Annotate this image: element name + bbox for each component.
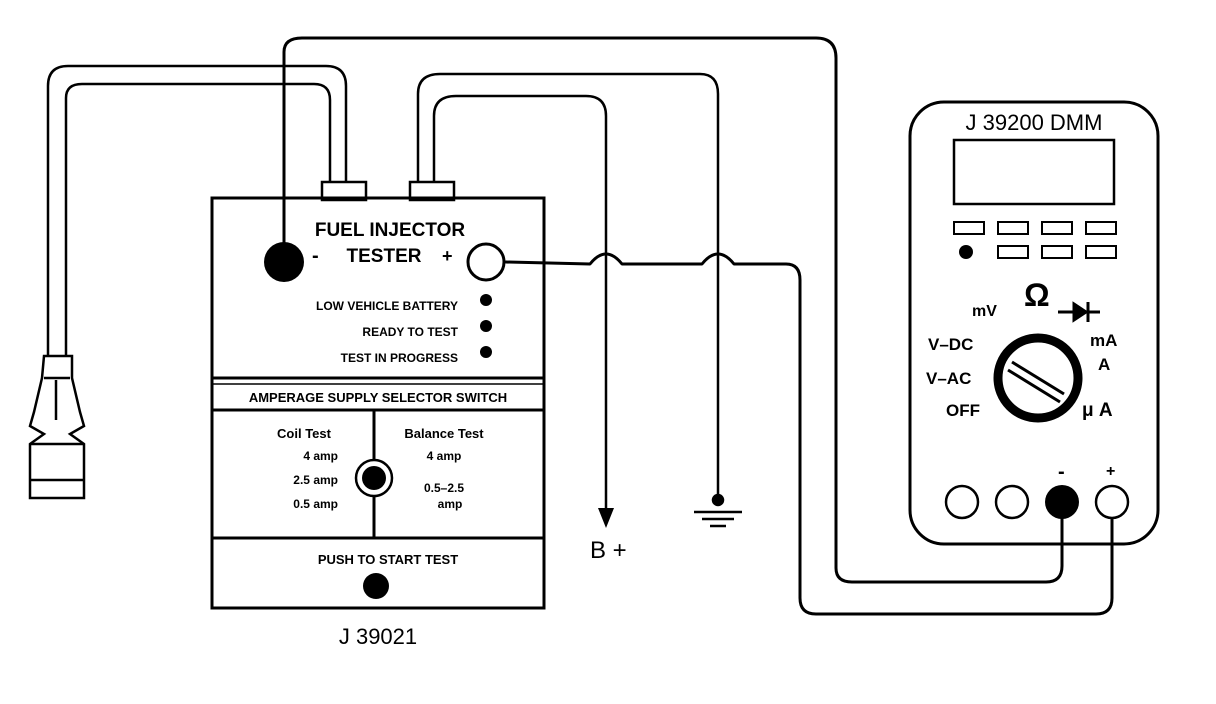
tester-plus-label: + — [442, 246, 453, 266]
dial-ua-label: μ A — [1082, 400, 1113, 421]
dmm-title: J 39200 DMM — [966, 110, 1103, 135]
coil-test-0-5amp: 0.5 amp — [293, 497, 338, 511]
dmm-positive-jack[interactable] — [1094, 484, 1130, 520]
digital-multimeter: J 39200 DMM mV Ω V–DC V–AC OFF mA A μ A — [908, 100, 1160, 546]
balance-test-range: 0.5–2.5 — [424, 481, 464, 495]
coil-test-2-5amp: 2.5 amp — [293, 473, 338, 487]
indicator-label-ready: READY TO TEST — [362, 325, 458, 339]
dmm-power-button[interactable] — [959, 245, 973, 259]
push-to-start-label: PUSH TO START TEST — [318, 552, 458, 567]
balance-test-title: Balance Test — [404, 426, 484, 441]
tester-lead-port — [408, 180, 456, 202]
dial-ma-label: mA — [1090, 331, 1117, 350]
tester-positive-jack[interactable] — [466, 242, 506, 282]
dial-vac-label: V–AC — [926, 369, 971, 388]
dial-mv-label: mV — [972, 303, 997, 320]
power-lead-inner — [432, 94, 608, 516]
dmm-rotary-dial[interactable] — [993, 333, 1083, 423]
dmm-plus-label: + — [1106, 463, 1115, 480]
fuel-injector-tester: FUEL INJECTOR - TESTER + LOW VEHICLE BAT… — [210, 180, 546, 649]
dmm-buttons[interactable] — [953, 221, 1117, 259]
dmm-jack-2[interactable] — [994, 484, 1030, 520]
dmm-jack-1[interactable] — [944, 484, 980, 520]
injector-harness-wire — [46, 64, 348, 358]
tester-title-line2: TESTER — [347, 246, 422, 267]
dial-ohm-label: Ω — [1024, 277, 1050, 313]
dial-off-label: OFF — [946, 401, 980, 420]
power-lead-outer — [416, 72, 720, 500]
balance-test-4amp: 4 amp — [427, 449, 462, 463]
battery-label: B + — [590, 537, 627, 564]
positive-test-lead — [504, 252, 1114, 616]
dmm-display — [952, 138, 1116, 206]
injector-harness-wire-inner — [64, 82, 332, 358]
dmm-minus-label: - — [1058, 461, 1065, 483]
tester-harness-port — [320, 180, 368, 202]
balance-test-range-unit: amp — [438, 497, 463, 511]
injector-connector — [28, 354, 86, 500]
battery-arrow-icon — [598, 508, 614, 528]
tester-model-label: J 39021 — [339, 624, 417, 649]
selector-header: AMPERAGE SUPPLY SELECTOR SWITCH — [249, 390, 507, 405]
amperage-selector-knob[interactable] — [354, 458, 394, 498]
push-to-start-button[interactable] — [363, 573, 389, 599]
coil-test-4amp: 4 amp — [303, 449, 338, 463]
coil-test-title: Coil Test — [277, 426, 332, 441]
indicator-label-in-progress: TEST IN PROGRESS — [341, 351, 458, 365]
dmm-negative-jack[interactable] — [1045, 485, 1079, 519]
tester-negative-jack[interactable] — [264, 242, 304, 282]
tester-title-line1: FUEL INJECTOR — [315, 220, 466, 241]
diode-icon — [1058, 301, 1100, 323]
negative-test-lead — [282, 36, 1064, 584]
tester-minus-label: - — [312, 245, 319, 267]
wires — [46, 36, 1114, 616]
dial-a-label: A — [1098, 355, 1110, 374]
indicator-label-low-battery: LOW VEHICLE BATTERY — [316, 299, 458, 313]
dial-vdc-label: V–DC — [928, 335, 973, 354]
ground-icon — [694, 493, 742, 528]
low-battery-led — [480, 294, 492, 306]
ready-led — [480, 320, 492, 332]
in-progress-led — [480, 346, 492, 358]
